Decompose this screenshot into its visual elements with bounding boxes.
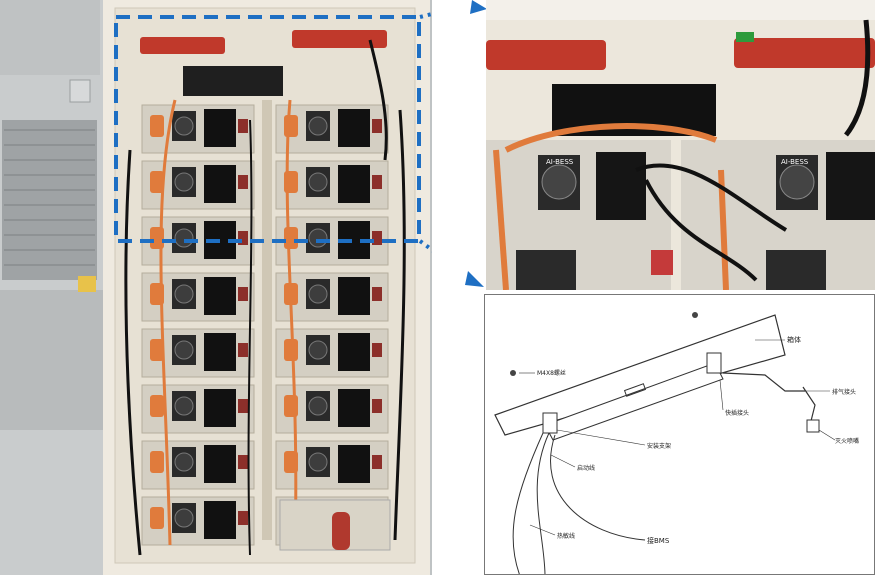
label-thermal-line: 热敏线 xyxy=(557,532,575,540)
cabinet-photo-svg xyxy=(0,0,432,575)
label-cover: 箱体 xyxy=(787,335,801,344)
zoomed-photo-svg: AI-BESS AI-BESS AI-BESS AI-BESS xyxy=(486,0,875,290)
label-screw: M4X8螺丝 xyxy=(537,369,566,377)
diagram-svg: 箱体 M4X8螺丝 安装支架 快插接头 排气接头 灭火喷嘴 启动线 热敏线 接B… xyxy=(494,312,859,574)
module-label-1: AI-BESS xyxy=(546,158,574,166)
label-start-line: 启动线 xyxy=(577,464,595,472)
installation-diagram: 箱体 M4X8螺丝 安装支架 快插接头 排气接头 灭火喷嘴 启动线 热敏线 接B… xyxy=(484,294,875,575)
arrow-head-bottom-icon xyxy=(465,271,484,287)
label-side-conn: 快插接头 xyxy=(725,409,749,417)
arrow-head-top-icon xyxy=(470,0,487,14)
cabinet-photo xyxy=(0,0,432,575)
label-to-bms: 接BMS xyxy=(647,536,670,545)
module-label-2: AI-BESS xyxy=(781,158,809,166)
label-bracket: 安装支架 xyxy=(647,442,671,450)
label-nozzle: 灭火喷嘴 xyxy=(835,437,859,445)
zoomed-photo: AI-BESS AI-BESS AI-BESS AI-BESS xyxy=(486,0,875,290)
label-pipe-conn: 排气接头 xyxy=(832,388,856,396)
